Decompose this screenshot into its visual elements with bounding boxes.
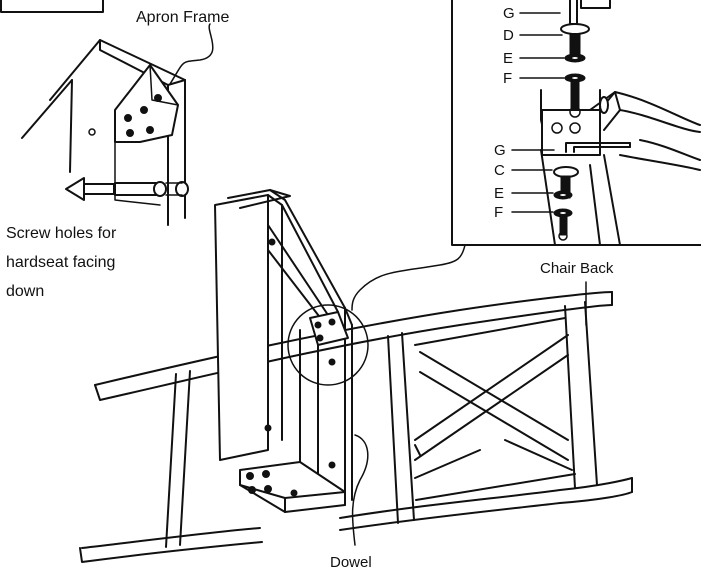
detail-top-f: F	[503, 70, 512, 87]
detail-top-g: G	[503, 5, 515, 22]
hardware-detail-box	[451, 0, 701, 246]
dowel-leader	[351, 434, 369, 546]
apron-frame-leader	[169, 23, 214, 85]
apron-frame-inset	[21, 39, 189, 226]
detail-bottom-e: E	[494, 185, 504, 202]
label-dowel: Dowel	[330, 554, 372, 571]
detail-top-d: D	[503, 27, 514, 44]
step-box-fragment	[0, 0, 104, 13]
detail-bottom-c: C	[494, 162, 505, 179]
detail-top-e: E	[503, 50, 513, 67]
detail-bottom-f: F	[494, 204, 503, 221]
chair-main	[79, 189, 633, 563]
label-screw-holes-1: Screw holes for	[6, 225, 117, 242]
detail-callout-leader	[351, 244, 466, 311]
label-screw-holes-3: down	[6, 283, 44, 300]
label-chair-back: Chair Back	[540, 260, 614, 277]
label-screw-holes-2: hardseat facing	[6, 254, 115, 271]
label-apron-frame: Apron Frame	[136, 9, 229, 26]
detail-bottom-g: G	[494, 142, 506, 159]
